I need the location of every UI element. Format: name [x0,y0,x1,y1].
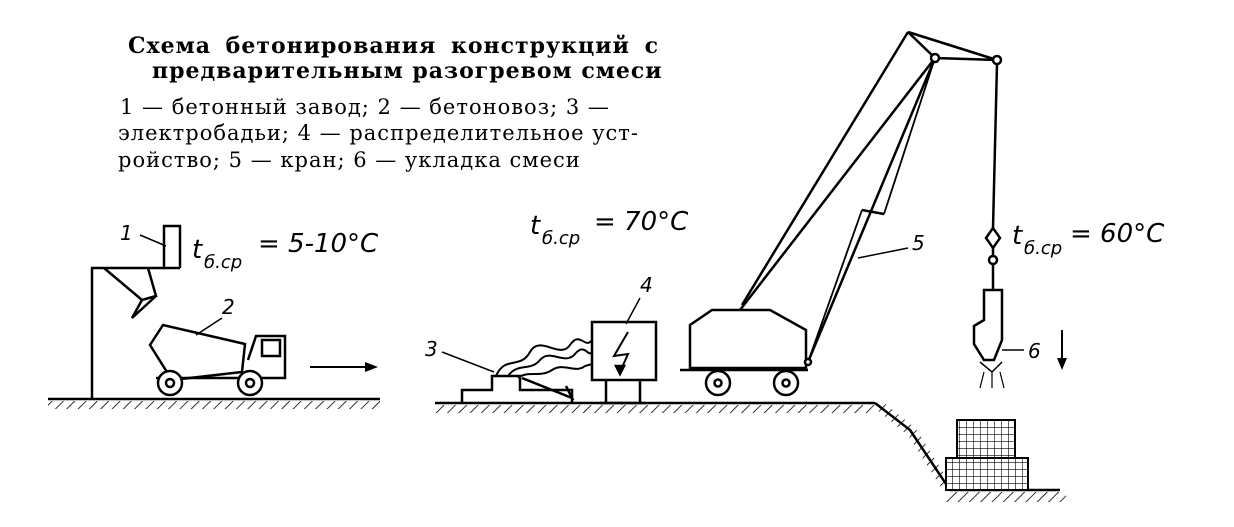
concrete-truck [148,317,287,397]
distribution-device [590,297,658,405]
temperature-placement: t б.ср = 60°C [1012,219,1165,259]
title-line-2: предварительным разогревом смеси [152,58,663,84]
direction-arrow [310,362,378,372]
temperature-distribution: t б.ср = 70°C [530,207,689,249]
crane [680,30,1003,397]
concrete-structure [945,419,1029,491]
electric-buckets [441,338,593,403]
legend-line-2: электробадьи; 4 — распределительное уст- [118,121,640,145]
placing-bucket [972,288,1067,389]
temp-dist-value: = 70°C [594,207,689,237]
left-ground [48,397,380,409]
callout-1: 1 [120,221,133,245]
title-line-1: Схема бетонирования конструкций с [128,33,659,59]
temp-dist-symbol: t [530,211,541,241]
temp-plant-subscript: б.ср [204,252,242,273]
legend-line-3: ройство; 5 — кран; 6 — укладка смеси [118,148,581,172]
callout-3: 3 [425,337,438,361]
temp-place-symbol: t [1012,221,1023,251]
temp-place-value: = 60°C [1070,219,1165,249]
temp-plant-symbol: t [192,235,203,265]
callout-6: 6 [1028,339,1041,363]
callout-2: 2 [222,295,235,319]
temp-plant-value: = 5-10°C [258,229,379,259]
temp-dist-subscript: б.ср [542,228,580,249]
temperature-plant: t б.ср = 5-10°C [192,229,379,273]
callout-5: 5 [912,231,925,255]
middle-ground [435,401,875,413]
legend-line-1: 1 — бетонный завод; 2 — бетоновоз; 3 — [120,95,610,119]
callout-4: 4 [640,273,653,297]
temp-place-subscript: б.ср [1024,238,1062,259]
concrete-plant [90,224,182,398]
